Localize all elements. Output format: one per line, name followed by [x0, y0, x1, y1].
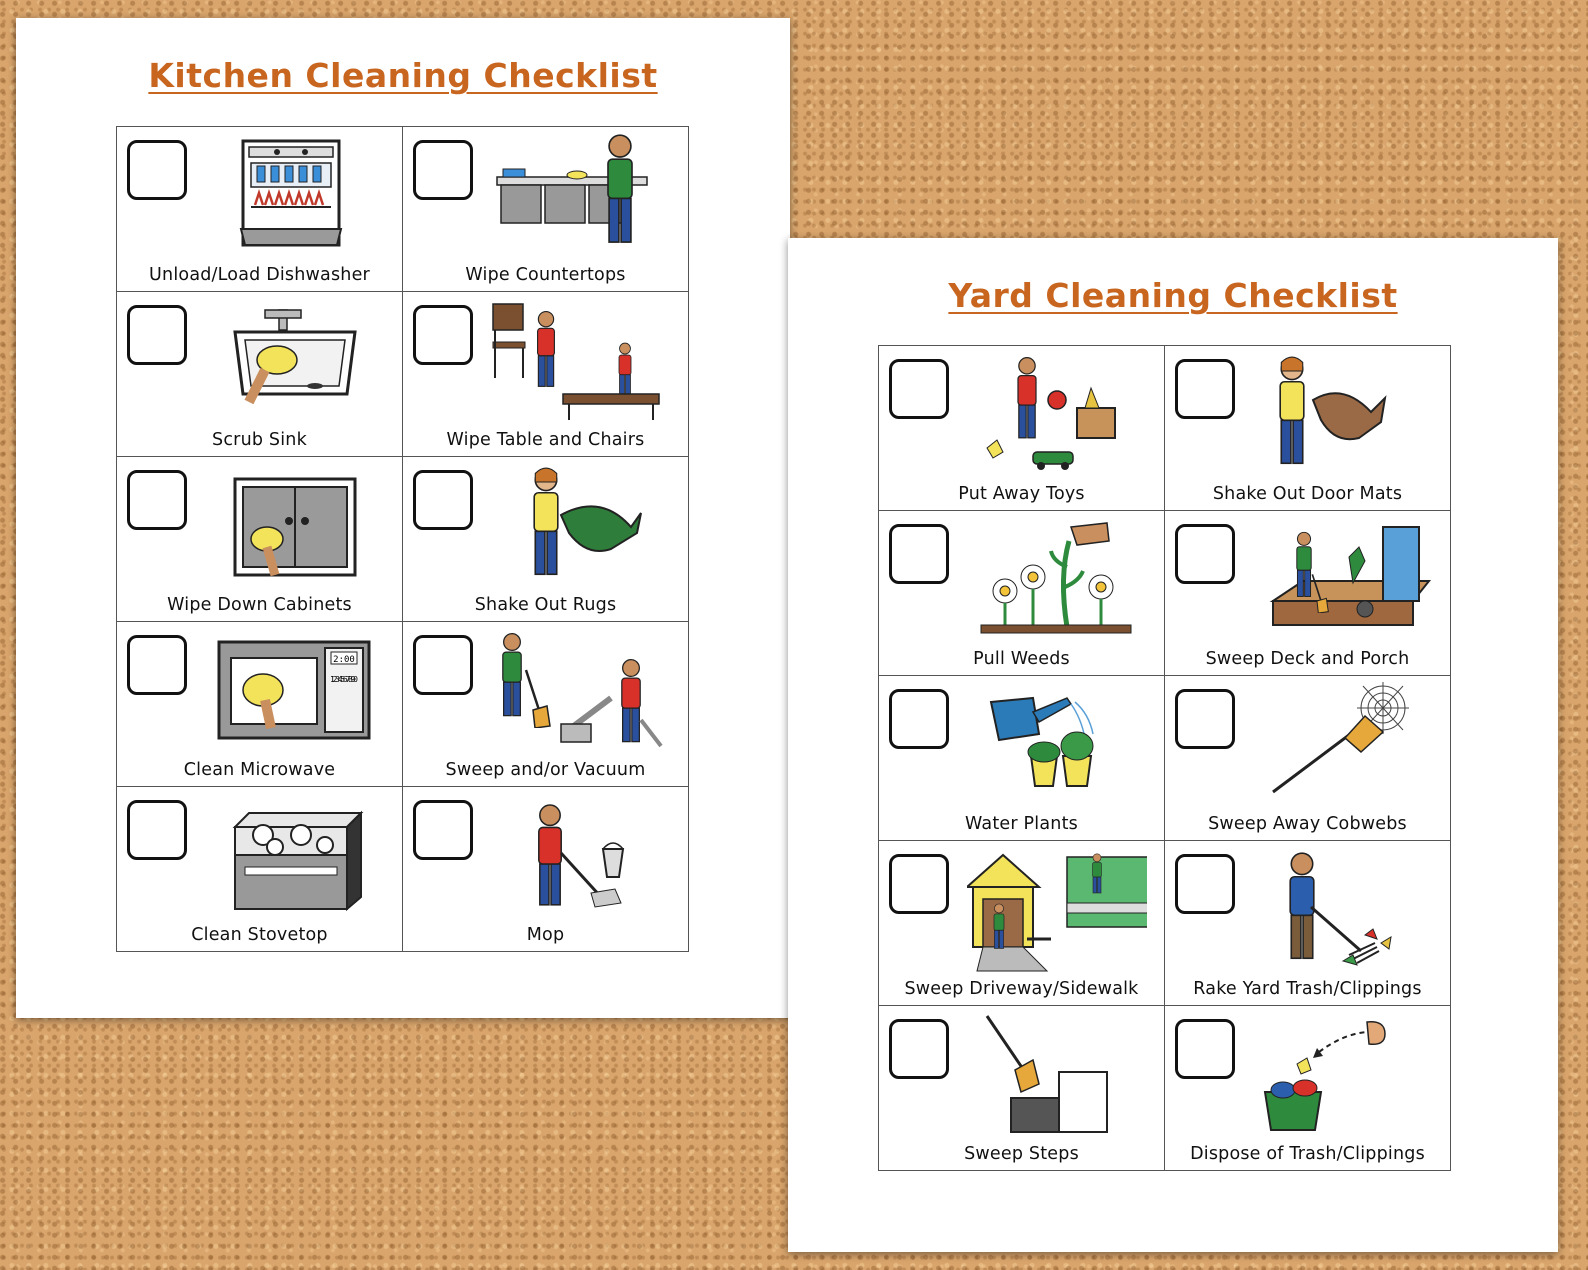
checklist-item: Sweep Driveway/Sidewalk [879, 841, 1165, 1006]
rake-icon [1289, 852, 1392, 966]
item-label: Mop [526, 925, 565, 945]
checklist-item: Clean Stovetop [117, 787, 403, 952]
kitchen-title: Kitchen Cleaning Checklist [148, 56, 658, 95]
checkbox[interactable] [413, 470, 473, 530]
checkbox[interactable] [413, 635, 473, 695]
checklist-item: Wipe Table and Chairs [403, 292, 689, 457]
deck-sweep-icon [1269, 526, 1432, 626]
checklist-item: Shake Out Door Mats [1165, 346, 1451, 511]
item-label: Sweep Steps [964, 1144, 1079, 1164]
cobweb-icon [1272, 682, 1409, 794]
checkbox[interactable] [127, 305, 187, 365]
mop-icon [537, 804, 625, 908]
item-label: Pull Weeds [973, 649, 1070, 669]
item-label: Wipe Table and Chairs [446, 430, 645, 450]
checklist-item: Sweep Deck and Porch [1165, 511, 1451, 676]
yard-checklist-sheet: Yard Cleaning Checklist Put Away Toys Sh… [788, 238, 1558, 1252]
checklist-item: Dispose of Trash/Clippings [1165, 1006, 1451, 1171]
microwave-icon: 2:00 1 2 3 4 5 6 7 8 9 0 [217, 640, 371, 740]
door-mat-icon [1279, 356, 1387, 465]
checkbox[interactable] [413, 800, 473, 860]
checklist-item: Wipe Countertops [403, 127, 689, 292]
checklist-item: Put Away Toys [879, 346, 1165, 511]
microwave-keypad: 1 2 3 4 5 6 7 8 9 0 [330, 675, 358, 684]
checklist-item: Wipe Down Cabinets [117, 457, 403, 622]
item-label: Clean Microwave [183, 760, 336, 780]
item-label: Clean Stovetop [191, 925, 328, 945]
item-label: Unload/Load Dishwasher [149, 265, 370, 285]
checkbox[interactable] [889, 689, 949, 749]
item-label: Dispose of Trash/Clippings [1190, 1144, 1425, 1164]
checkbox[interactable] [127, 470, 187, 530]
steps-icon [985, 1015, 1108, 1133]
checklist-item: Sweep Steps [879, 1006, 1165, 1171]
watering-can-icon [989, 696, 1094, 787]
kitchen-checklist-sheet: Kitchen Cleaning Checklist Unload/Load D… [16, 18, 790, 1018]
checkbox[interactable] [889, 1019, 949, 1079]
checklist-item: Sweep and/or Vacuum [403, 622, 689, 787]
checklist-item: 2:00 1 2 3 4 5 6 7 8 9 0 Clean Microwave [117, 622, 403, 787]
checkbox[interactable] [127, 635, 187, 695]
item-label: Sweep Driveway/Sidewalk [904, 979, 1139, 999]
sink-icon [233, 309, 357, 405]
checkbox[interactable] [1175, 524, 1235, 584]
checkbox[interactable] [127, 800, 187, 860]
yard-title: Yard Cleaning Checklist [948, 276, 1398, 315]
yard-checklist-grid: Put Away Toys Shake Out Door Mats [878, 345, 1451, 1171]
item-label: Sweep and/or Vacuum [445, 760, 646, 780]
checkbox[interactable] [127, 140, 187, 200]
broom-vacuum-icon [502, 632, 663, 748]
weeds-icon [980, 522, 1132, 634]
checkbox[interactable] [1175, 1019, 1235, 1079]
item-label: Wipe Down Cabinets [167, 595, 352, 615]
countertop-icon [496, 134, 648, 244]
item-label: Put Away Toys [958, 484, 1085, 504]
dishwasher-icon [239, 139, 343, 247]
checkbox[interactable] [889, 524, 949, 584]
checkbox[interactable] [1175, 689, 1235, 749]
table-chairs-icon [492, 303, 660, 420]
checkbox[interactable] [413, 140, 473, 200]
stove-icon [232, 810, 364, 912]
item-label: Rake Yard Trash/Clippings [1193, 979, 1422, 999]
checkbox[interactable] [889, 854, 949, 914]
cabinet-icon [233, 477, 357, 577]
item-label: Shake Out Rugs [474, 595, 617, 615]
item-label: Wipe Countertops [465, 265, 626, 285]
checklist-item: Water Plants [879, 676, 1165, 841]
item-label: Sweep Away Cobwebs [1208, 814, 1407, 834]
microwave-display: 2:00 [333, 655, 355, 665]
checklist-item: Rake Yard Trash/Clippings [1165, 841, 1451, 1006]
checkbox[interactable] [1175, 854, 1235, 914]
driveway-icon [967, 853, 1147, 972]
checkbox[interactable] [413, 305, 473, 365]
kitchen-checklist-grid: Unload/Load Dishwasher Wipe Countertops [116, 126, 689, 952]
checklist-item: Unload/Load Dishwasher [117, 127, 403, 292]
rug-shake-icon [533, 467, 642, 576]
checkbox[interactable] [889, 359, 949, 419]
trash-bin-icon [1263, 1021, 1386, 1131]
checklist-item: Mop [403, 787, 689, 952]
item-label: Scrub Sink [212, 430, 307, 450]
checklist-item: Sweep Away Cobwebs [1165, 676, 1451, 841]
checklist-item: Pull Weeds [879, 511, 1165, 676]
checkbox[interactable] [1175, 359, 1235, 419]
item-label: Water Plants [965, 814, 1078, 834]
checklist-item: Scrub Sink [117, 292, 403, 457]
item-label: Sweep Deck and Porch [1205, 649, 1410, 669]
toys-icon [986, 356, 1116, 470]
checklist-item: Shake Out Rugs [403, 457, 689, 622]
item-label: Shake Out Door Mats [1212, 484, 1403, 504]
